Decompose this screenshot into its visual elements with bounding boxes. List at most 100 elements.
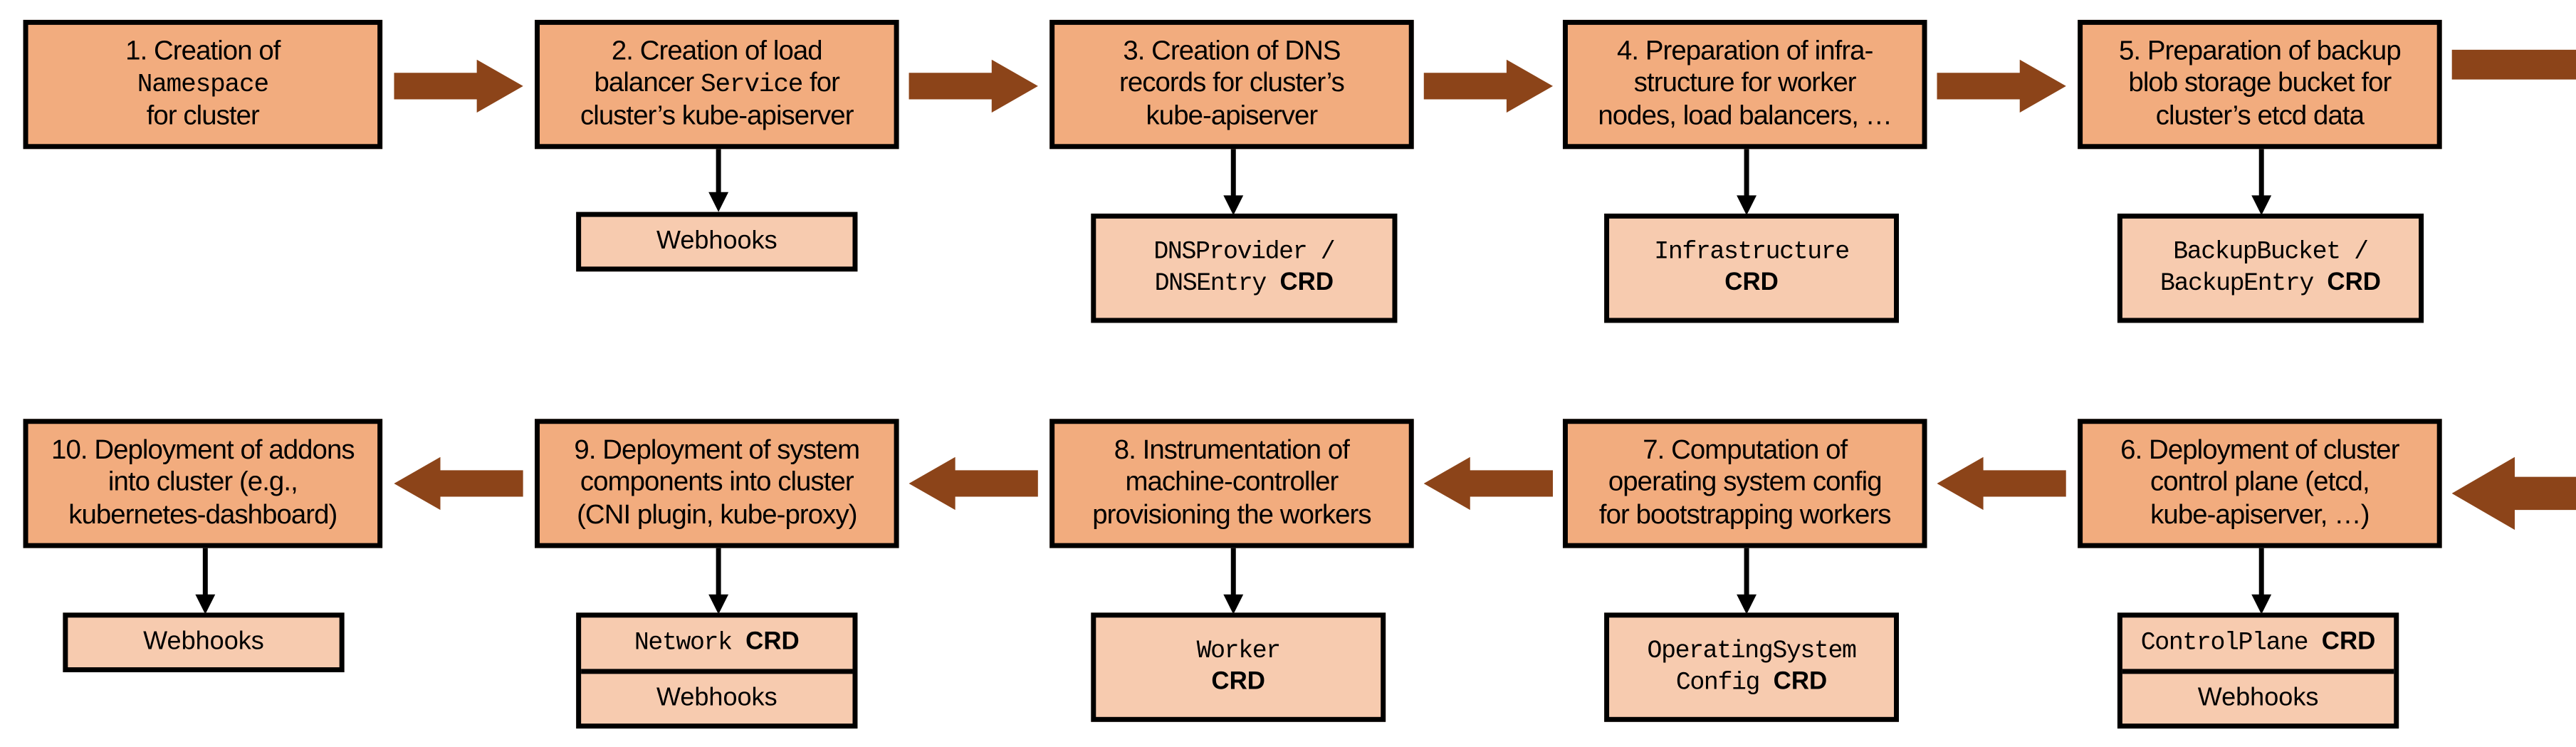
crd-suffix-network: CRD xyxy=(745,627,800,656)
webhooks-label-step9: Webhooks xyxy=(656,683,777,711)
step-10-text: 10. Deployment of addons into cluster (e… xyxy=(35,435,371,532)
step-8-line-1: 8. Instrumentation of xyxy=(1114,435,1350,465)
step-box-6: 6. Deployment of cluster control plane (… xyxy=(2078,419,2442,548)
step-4-text: 4. Preparation of infra- structure for w… xyxy=(1581,36,1908,133)
operatingsystem-line: OperatingSystem xyxy=(1647,637,1857,665)
line-step9-to-network-crd xyxy=(707,548,731,618)
step-1-line-2-mono: Namespace xyxy=(137,70,269,100)
step-5-line-2: blob storage bucket for xyxy=(2128,68,2392,98)
resource-box-osc-crd: OperatingSystem Config CRD xyxy=(1604,612,1899,722)
resource-box-network-stack: Network CRD Webhooks xyxy=(576,612,858,729)
step-2-line-3: cluster’s kube-apiserver xyxy=(580,100,854,131)
resource-box-worker-crd: Worker CRD xyxy=(1091,612,1386,722)
line-step8-to-worker-crd xyxy=(1222,548,1245,618)
step-5-line-3: cluster’s etcd data xyxy=(2155,100,2365,131)
line-step2-to-webhooks xyxy=(707,149,731,215)
line-step3-to-dns-crd xyxy=(1222,149,1245,219)
step-3-line-2: records for cluster’s xyxy=(1119,68,1345,98)
webhooks-label-step10: Webhooks xyxy=(143,627,264,656)
step-box-7: 7. Computation of operating system confi… xyxy=(1562,419,1927,548)
step-10-line-2: into cluster (e.g., xyxy=(108,467,298,498)
step-6-text: 6. Deployment of cluster control plane (… xyxy=(2104,435,2416,532)
resource-cell-dns: DNSProvider / DNSEntry CRD xyxy=(1096,219,1392,318)
line-step10-to-webhooks xyxy=(194,548,217,618)
step-4-line-3: nodes, load balancers, … xyxy=(1598,100,1892,131)
step-10-line-1: 10. Deployment of addons xyxy=(51,435,355,465)
controlplane-crd-label: ControlPlane CRD xyxy=(2141,627,2376,659)
service-mono-label: Service xyxy=(700,70,803,100)
backup-crd-label: BackupBucket / BackupEntry CRD xyxy=(2160,238,2381,299)
step-10-line-3: kubernetes-dashboard) xyxy=(68,499,337,530)
resource-box-webhooks-step2: Webhooks xyxy=(576,211,858,272)
crd-suffix-controlplane: CRD xyxy=(2321,627,2376,656)
step-3-line-1: 3. Creation of DNS xyxy=(1123,36,1341,66)
controlplane-line: ControlPlane xyxy=(2140,629,2309,657)
arrow-step1-to-step2 xyxy=(394,59,523,113)
line-step7-to-osc-crd xyxy=(1735,548,1759,618)
step-box-5: 5. Preparation of backup blob storage bu… xyxy=(2078,19,2442,150)
resource-box-infrastructure-crd: Infrastructure CRD xyxy=(1604,213,1899,323)
resource-cell-backup: BackupBucket / BackupEntry CRD xyxy=(2122,219,2419,318)
step-9-line-3: (CNI plugin, kube-proxy) xyxy=(577,499,857,530)
step-box-8: 8. Instrumentation of machine-controller… xyxy=(1049,419,1414,548)
step-3-line-3: kube-apiserver xyxy=(1146,100,1319,131)
resource-box-webhooks-step10: Webhooks xyxy=(63,612,345,673)
resource-cell-osc: OperatingSystem Config CRD xyxy=(1609,617,1894,717)
config-line: Config xyxy=(1675,668,1761,696)
step-4-line-1: 4. Preparation of infra- xyxy=(1617,36,1873,66)
resource-cell-worker: Worker CRD xyxy=(1096,617,1381,717)
step-1-text: 1. Creation of Namespace for cluster xyxy=(109,36,297,133)
dnsprovider-line: DNSProvider / xyxy=(1153,237,1335,266)
resource-cell-infrastructure: Infrastructure CRD xyxy=(1609,219,1894,318)
resource-cell-webhooks-6: Webhooks xyxy=(2122,668,2394,724)
dnsentry-line: DNSEntry xyxy=(1154,268,1267,298)
backupentry-line: BackupEntry xyxy=(2159,268,2314,298)
arrow-step7-to-step8 xyxy=(1423,456,1554,511)
step-6-line-2: control plane (etcd, xyxy=(2150,467,2370,498)
step-9-line-1: 9. Deployment of system xyxy=(574,435,860,465)
resource-box-controlplane-stack: ControlPlane CRD Webhooks xyxy=(2117,612,2399,729)
step-2-text: 2. Creation of load balancer Service for… xyxy=(564,36,870,133)
step-5-text: 5. Preparation of backup blob storage bu… xyxy=(2103,36,2417,133)
arrow-step3-to-step4 xyxy=(1423,59,1554,113)
arrow-step2-to-step3 xyxy=(909,59,1038,113)
line-step6-to-controlplane-crd xyxy=(2250,548,2273,618)
crd-suffix-infrastructure: CRD xyxy=(1724,267,1779,296)
step-8-text: 8. Instrumentation of machine-controller… xyxy=(1076,435,1388,532)
resource-box-backup-crd: BackupBucket / BackupEntry CRD xyxy=(2117,213,2424,323)
step-7-text: 7. Computation of operating system confi… xyxy=(1583,435,1907,532)
webhooks-label-step2: Webhooks xyxy=(656,226,777,255)
step-3-text: 3. Creation of DNS records for cluster’s… xyxy=(1103,36,1361,133)
step-4-line-2: structure for worker xyxy=(1633,68,1857,98)
resource-cell-webhooks: Webhooks xyxy=(581,217,852,267)
step-8-line-2: machine-controller xyxy=(1125,467,1339,498)
arrow-step4-to-step5 xyxy=(1937,59,2066,113)
step-9-line-2: components into cluster xyxy=(580,467,854,498)
step-box-2: 2. Creation of load balancer Service for… xyxy=(535,19,899,150)
resource-cell-webhooks-9: Webhooks xyxy=(581,668,853,724)
step-6-line-3: kube-apiserver, …) xyxy=(2150,499,2370,530)
step-8-line-3: provisioning the workers xyxy=(1092,499,1371,530)
step-5-line-1: 5. Preparation of backup xyxy=(2119,36,2402,66)
step-7-line-1: 7. Computation of xyxy=(1643,435,1848,465)
crd-suffix-dns: CRD xyxy=(1279,267,1334,296)
step-box-10: 10. Deployment of addons into cluster (e… xyxy=(23,419,383,548)
network-line: Network xyxy=(634,629,733,657)
webhooks-label-step6: Webhooks xyxy=(2197,683,2319,711)
step-9-text: 9. Deployment of system components into … xyxy=(557,435,876,532)
crd-suffix-backup: CRD xyxy=(2327,267,2381,296)
step-2-line-2: balancer Service for xyxy=(594,68,840,100)
line-step4-to-infrastructure-crd xyxy=(1735,149,1759,219)
arrow-step9-to-step10 xyxy=(394,456,523,511)
network-crd-label: Network CRD xyxy=(634,627,800,659)
worker-crd-label: Worker CRD xyxy=(1197,637,1282,698)
step-box-9: 9. Deployment of system components into … xyxy=(535,419,899,548)
osc-crd-label: OperatingSystem Config CRD xyxy=(1647,637,1857,698)
resource-cell-webhooks-10: Webhooks xyxy=(68,617,339,667)
step-box-4: 4. Preparation of infra- structure for w… xyxy=(1562,19,1927,150)
crd-suffix-osc: CRD xyxy=(1773,666,1828,695)
resource-box-dns-crd: DNSProvider / DNSEntry CRD xyxy=(1091,213,1398,323)
line-step5-to-backup-crd xyxy=(2250,149,2273,219)
infrastructure-crd-label: Infrastructure CRD xyxy=(1654,238,1850,299)
